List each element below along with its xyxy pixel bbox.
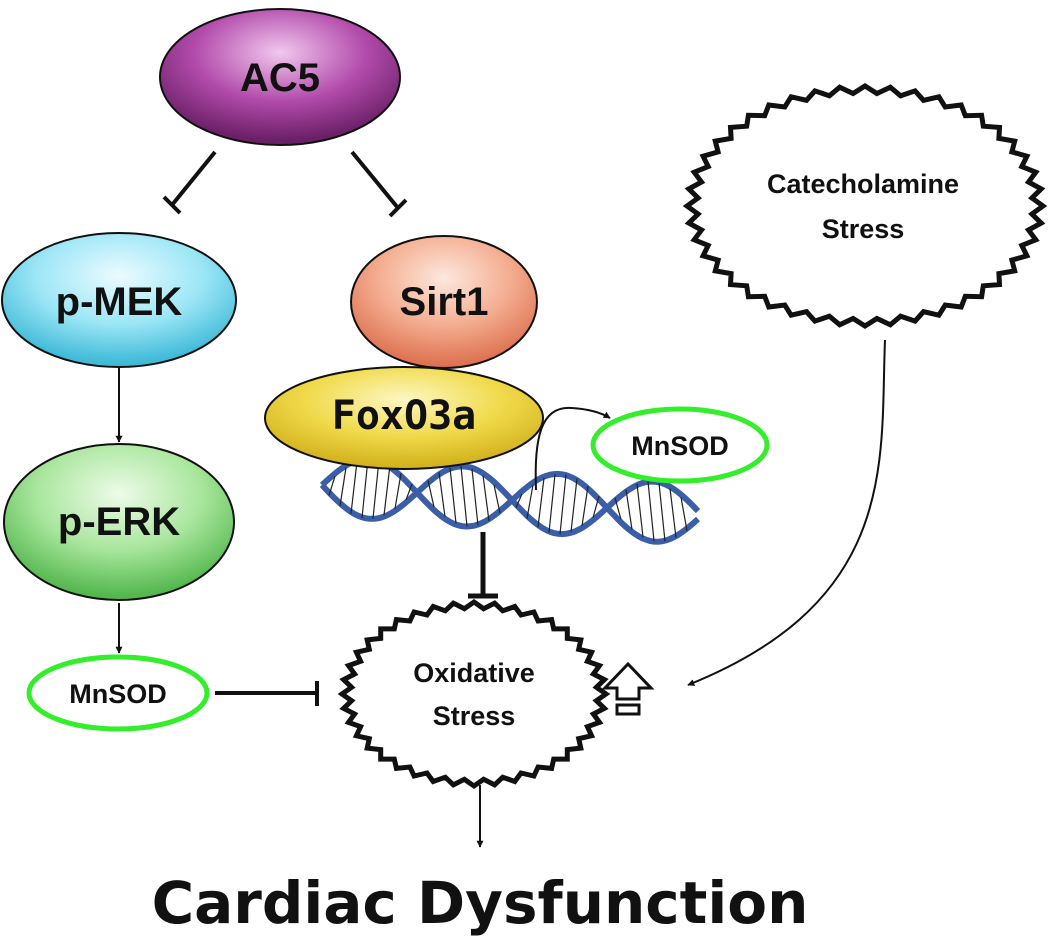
foxo3a-label: FoxO3a (332, 393, 477, 439)
dna-base-pair (449, 467, 457, 524)
dna-base-pair (438, 472, 446, 517)
increase-up-arrow-icon (601, 661, 655, 716)
dna-base-pair (339, 467, 347, 506)
dna-base-pair (526, 484, 534, 519)
dna-base-pair (405, 483, 413, 501)
dna-base-pair (581, 486, 589, 527)
perk-label: p-ERK (58, 500, 180, 544)
node-mnsod-left: MnSOD (26, 654, 210, 732)
dna-base-pair (625, 489, 633, 530)
node-sirt1: Sirt1 (350, 235, 538, 369)
dna-base-pair (361, 458, 369, 519)
dna-base-pair (537, 477, 545, 528)
dna-base-pair (372, 459, 380, 519)
node-mnsod-right: MnSOD (590, 406, 770, 484)
catecholamine-stress-burst (682, 83, 1048, 329)
ac5-inhibits-sirt1-bar (388, 198, 408, 218)
mnsod-right-label: MnSOD (631, 431, 729, 461)
cardiac-dysfunction-label: Cardiac Dysfunction (152, 869, 809, 937)
pmek-label: p-MEK (56, 280, 183, 324)
dna-base-pair (669, 488, 677, 538)
catecholamine-stress-line-1: Catecholamine (767, 169, 959, 199)
oxidative-stress-line-1: Oxidative (413, 658, 535, 688)
oxidative-stress-line-2: Stress (433, 701, 516, 731)
ac5-inhibits-pmek-bar (162, 195, 182, 215)
dna-base-pair (328, 475, 336, 496)
dna-base-pair (383, 465, 391, 516)
catecholamine-stress-line-2: Stress (822, 214, 905, 244)
dna-base-pair (559, 474, 567, 535)
foxo3a-to-mnsod-arrow (534, 406, 611, 491)
dna-base-pairs (328, 458, 688, 542)
dna-base-pair (493, 484, 501, 514)
dna-base-pair (471, 468, 479, 526)
node-perk: p-ERK (3, 443, 235, 601)
dna-base-pair (614, 497, 622, 520)
dna-base-pair (515, 493, 523, 508)
dna-base-pair (548, 474, 556, 533)
catecholamine-to-oxidative-stress-arrow (687, 339, 886, 686)
ac5-inhibits-sirt1 (350, 150, 400, 210)
dna-base-pair (460, 466, 468, 527)
sirt1-label: Sirt1 (400, 280, 489, 324)
oxidative-stress-burst (337, 598, 611, 790)
dna-base-pair (394, 473, 402, 509)
dna-base-pair (592, 496, 600, 518)
dna-base-pair (680, 496, 688, 531)
ac5-label: AC5 (240, 56, 320, 100)
mnsod-left-label: MnSOD (69, 679, 167, 709)
node-oxidative-stress: Oxidative Stress (337, 598, 611, 790)
dna-base-pair (658, 483, 666, 542)
connectors (115, 150, 886, 848)
node-pmek: p-MEK (1, 232, 237, 368)
node-ac5: AC5 (159, 8, 401, 146)
node-foxo3a: FoxO3a (264, 366, 544, 470)
dna-base-pair (427, 480, 435, 508)
ac5-inhibits-pmek (170, 150, 217, 207)
dna-base-pair (570, 478, 578, 532)
dna-base-pair (482, 475, 490, 521)
dna-base-pair (636, 483, 644, 538)
dna-base-pair (350, 461, 358, 514)
node-catecholamine-stress: Catecholamine Stress (682, 83, 1048, 329)
dna-base-pair (647, 481, 655, 542)
